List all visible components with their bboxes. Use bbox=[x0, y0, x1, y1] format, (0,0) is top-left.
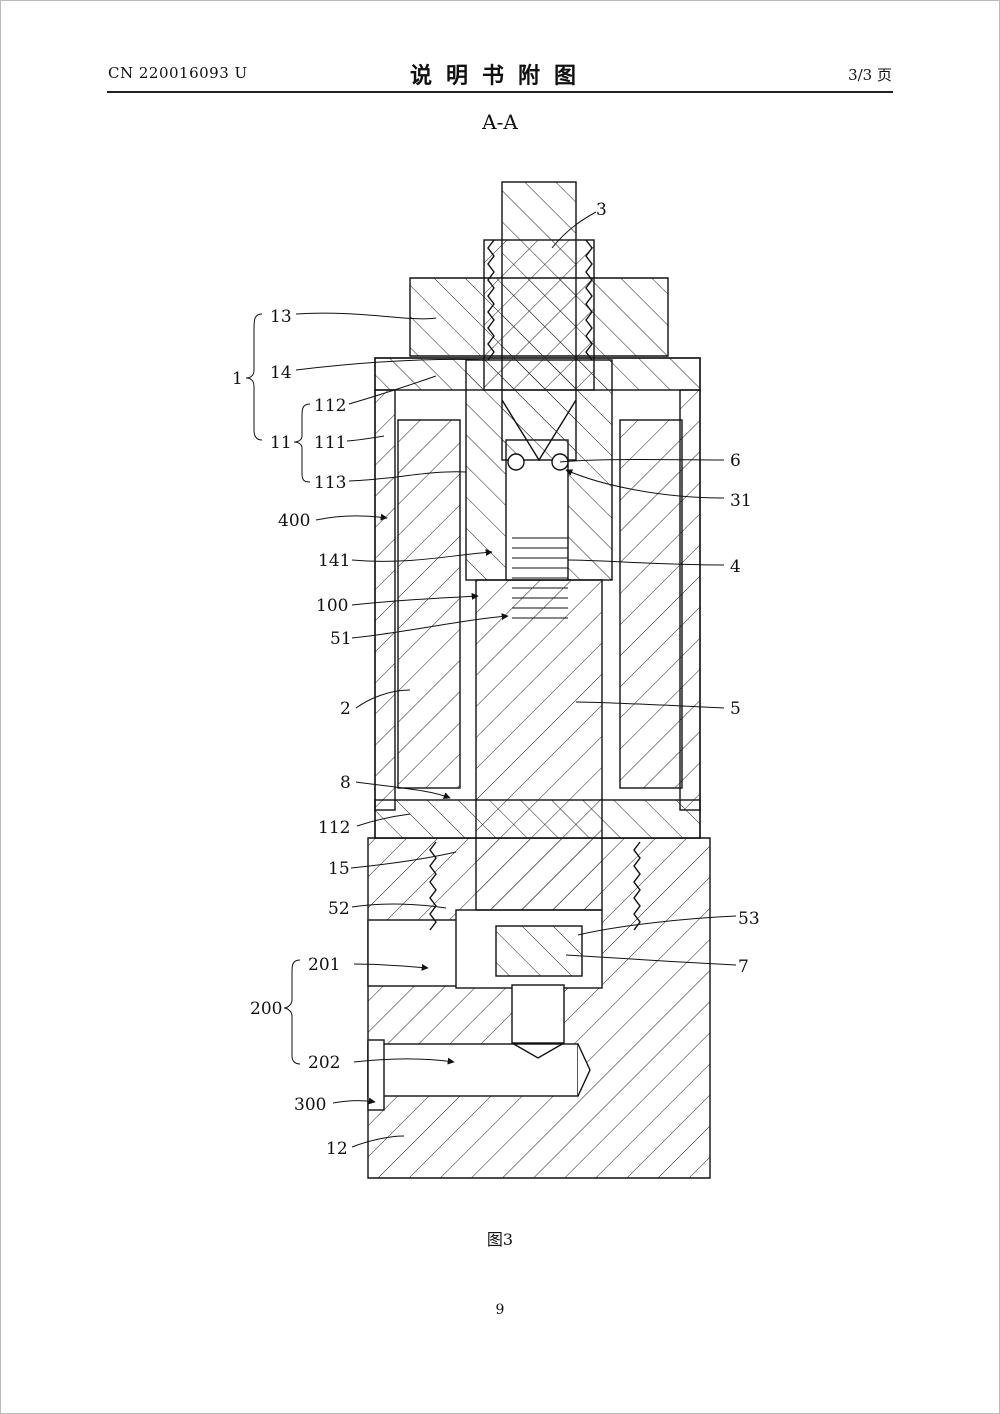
label-112-top: 112 bbox=[314, 396, 346, 416]
label-52: 52 bbox=[328, 899, 350, 919]
label-202: 202 bbox=[308, 1053, 340, 1073]
port-202 bbox=[367, 1043, 579, 1097]
label-14: 14 bbox=[270, 363, 292, 383]
label-100: 100 bbox=[316, 596, 348, 616]
label-300: 300 bbox=[294, 1095, 326, 1115]
piston-right bbox=[619, 419, 683, 789]
ball-left bbox=[507, 453, 525, 471]
label-400: 400 bbox=[278, 511, 310, 531]
label-4: 4 bbox=[730, 557, 741, 577]
spring bbox=[512, 537, 568, 619]
label-1: 1 bbox=[232, 369, 243, 389]
port-201 bbox=[367, 919, 459, 987]
seal-300 bbox=[367, 1039, 385, 1111]
label-3: 3 bbox=[596, 200, 607, 220]
rod bbox=[501, 181, 577, 461]
section-label: A-A bbox=[482, 110, 518, 134]
label-5: 5 bbox=[730, 699, 741, 719]
label-6: 6 bbox=[730, 451, 741, 471]
page-indicator: 3/3 页 bbox=[848, 66, 892, 84]
label-141: 141 bbox=[318, 551, 350, 571]
label-113: 113 bbox=[314, 473, 346, 493]
label-111: 111 bbox=[314, 433, 346, 453]
plunger bbox=[475, 579, 603, 911]
label-2: 2 bbox=[340, 699, 351, 719]
patent-number: CN 220016093 U bbox=[108, 64, 248, 82]
label-12: 12 bbox=[326, 1139, 348, 1159]
page-number: 9 bbox=[495, 1302, 505, 1318]
label-15: 15 bbox=[328, 859, 350, 879]
label-51: 51 bbox=[330, 629, 352, 649]
label-8: 8 bbox=[340, 773, 351, 793]
label-11: 11 bbox=[270, 433, 292, 453]
label-31: 31 bbox=[730, 491, 752, 511]
label-7: 7 bbox=[738, 957, 749, 977]
label-112-bottom: 112 bbox=[318, 818, 350, 838]
header-title: 说明书附图 bbox=[409, 64, 590, 89]
figure-caption: 图3 bbox=[486, 1230, 514, 1249]
label-53: 53 bbox=[738, 909, 760, 929]
header-rule bbox=[107, 91, 893, 93]
label-201: 201 bbox=[308, 955, 340, 975]
label-13: 13 bbox=[270, 307, 292, 327]
piston-left bbox=[397, 419, 461, 789]
label-200: 200 bbox=[250, 999, 282, 1019]
